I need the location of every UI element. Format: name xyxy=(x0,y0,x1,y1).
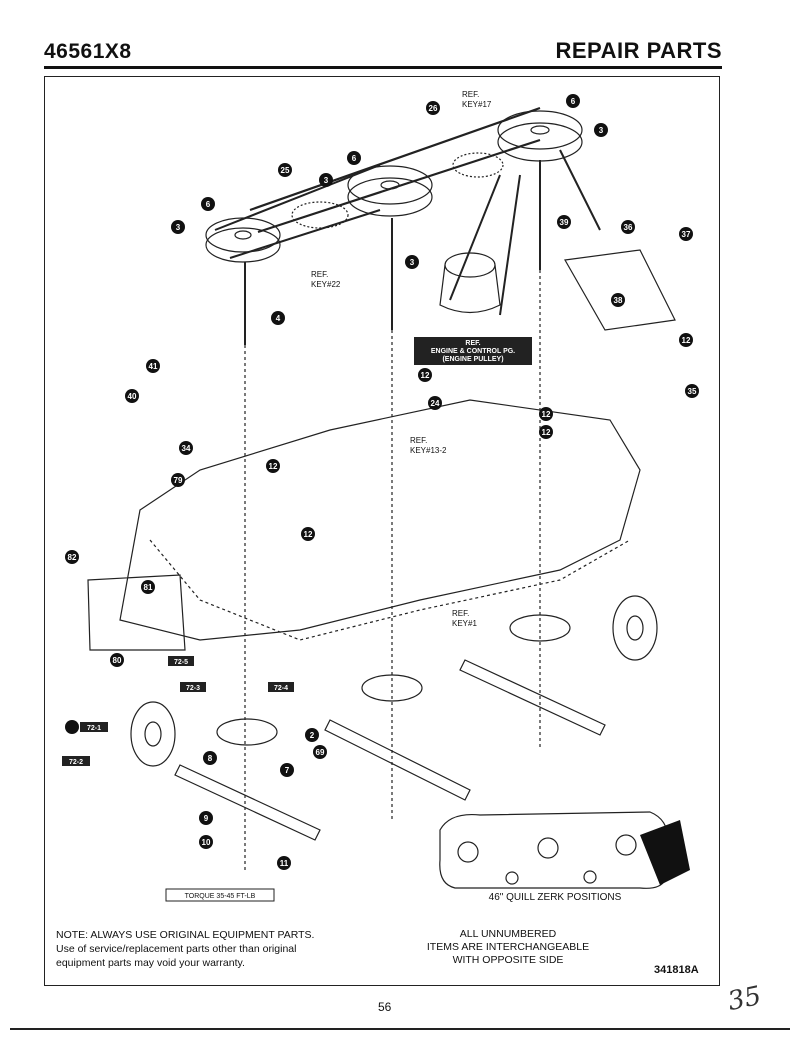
center-note-line-1: ALL UNNUMBERED xyxy=(459,928,557,940)
callout-3: 3 xyxy=(599,126,604,135)
callout-12: 12 xyxy=(421,371,430,380)
engine-ref-line1: REF. xyxy=(465,340,480,347)
belt-guard-36 xyxy=(564,249,676,331)
callout-39: 39 xyxy=(560,218,569,227)
ref-key1-line2: KEY#1 xyxy=(452,619,477,628)
callout-72-3: 72-3 xyxy=(186,685,200,692)
note-line-1: NOTE: ALWAYS USE ORIGINAL EQUIPMENT PART… xyxy=(56,929,315,941)
warranty-note: NOTE: ALWAYS USE ORIGINAL EQUIPMENT PART… xyxy=(56,928,376,970)
callout-34: 34 xyxy=(182,444,191,453)
callout-10: 10 xyxy=(202,838,211,847)
interchangeable-note: ALL UNNUMBERED ITEMS ARE INTERCHANGEABLE… xyxy=(388,928,628,967)
pulley-left xyxy=(205,217,281,253)
callout-6: 6 xyxy=(206,200,211,209)
ref-key22-line1: REF. xyxy=(311,270,328,279)
callout-6: 6 xyxy=(352,154,357,163)
callouts: 6 3 26 25 6 3 6 3 3 4 39 36 37 38 12 24 … xyxy=(62,94,699,870)
zerk-positions-label: 46" QUILL ZERK POSITIONS xyxy=(489,892,622,903)
callout-41: 41 xyxy=(149,362,158,371)
ref-key13-line1: REF. xyxy=(410,436,427,445)
page-number: 56 xyxy=(378,1000,392,1014)
callout-7: 7 xyxy=(285,766,290,775)
idler-17 xyxy=(452,152,504,178)
diagram-frame xyxy=(44,76,720,986)
belt-25 xyxy=(214,164,381,259)
callout-3: 3 xyxy=(176,223,181,232)
wheel-right xyxy=(612,595,658,661)
callout-82: 82 xyxy=(68,553,77,562)
deck-shell xyxy=(119,399,641,641)
callout-12: 12 xyxy=(269,462,278,471)
bottom-rule xyxy=(10,1028,790,1030)
blade-right xyxy=(459,659,606,736)
callout-35: 35 xyxy=(688,387,697,396)
wheel-left xyxy=(130,701,176,767)
ref-key17-line2: KEY#17 xyxy=(462,100,492,109)
center-note-line-2: ITEMS ARE INTERCHANGEABLE xyxy=(426,941,590,953)
callout-81: 81 xyxy=(144,583,153,592)
callout-12: 12 xyxy=(542,428,551,437)
header-rule xyxy=(44,66,722,69)
callout-25: 25 xyxy=(281,166,290,175)
callout-12: 12 xyxy=(542,410,551,419)
callout-2: 2 xyxy=(310,731,315,740)
ref-key17-line1: REF. xyxy=(462,90,479,99)
callout-72-2: 72-2 xyxy=(69,759,83,766)
callout-72-4: 72-4 xyxy=(274,685,288,692)
callout-11: 11 xyxy=(280,859,289,868)
document-number: 341818A xyxy=(654,964,699,976)
callout-24: 24 xyxy=(431,399,440,408)
pulley-right xyxy=(497,110,583,150)
callout-4: 4 xyxy=(276,314,281,323)
callout-80: 80 xyxy=(113,656,122,665)
callout-3: 3 xyxy=(410,258,415,267)
callout-6: 6 xyxy=(571,97,576,106)
discharge-chute-80 xyxy=(87,574,186,651)
callout-9: 9 xyxy=(204,814,209,823)
callout-38: 38 xyxy=(614,296,623,305)
engine-ref-line3: (ENGINE PULLEY) xyxy=(442,356,503,363)
blade-left xyxy=(174,764,321,841)
engine-ref-line2: ENGINE & CONTROL PG. xyxy=(431,348,515,355)
callout-12: 12 xyxy=(682,336,691,345)
callout-72-1: 72-1 xyxy=(87,725,101,732)
belt-26 xyxy=(249,106,541,234)
callout-36: 36 xyxy=(624,223,633,232)
ref-key22-line2: KEY#22 xyxy=(311,280,341,289)
center-note-line-3: WITH OPPOSITE SIDE xyxy=(452,954,564,966)
callout-79: 79 xyxy=(174,476,183,485)
callout-8: 8 xyxy=(208,754,213,763)
callout-3: 3 xyxy=(324,176,329,185)
torque-label: TORQUE 35-45 FT-LB xyxy=(185,893,256,900)
callout-26: 26 xyxy=(429,104,438,113)
callout-40: 40 xyxy=(128,392,137,401)
belt-engine xyxy=(449,149,601,316)
ref-key13-line2: KEY#13-2 xyxy=(410,446,447,455)
callout-37: 37 xyxy=(682,230,691,239)
model-number: 46561X8 xyxy=(44,40,132,63)
engine-pulley xyxy=(444,252,496,278)
callout-72-5: 72-5 xyxy=(174,659,188,666)
page-title: REPAIR PARTS xyxy=(555,38,722,63)
callout-69: 69 xyxy=(316,748,325,757)
note-line-3: equipment parts may void your warranty. xyxy=(56,957,245,969)
blade-center xyxy=(324,719,471,801)
pulley-center xyxy=(347,165,433,205)
note-line-2: Use of service/replacement parts other t… xyxy=(56,943,297,955)
idler-22 xyxy=(291,201,349,229)
ref-key1-line1: REF. xyxy=(452,609,469,618)
callout-12: 12 xyxy=(304,530,313,539)
